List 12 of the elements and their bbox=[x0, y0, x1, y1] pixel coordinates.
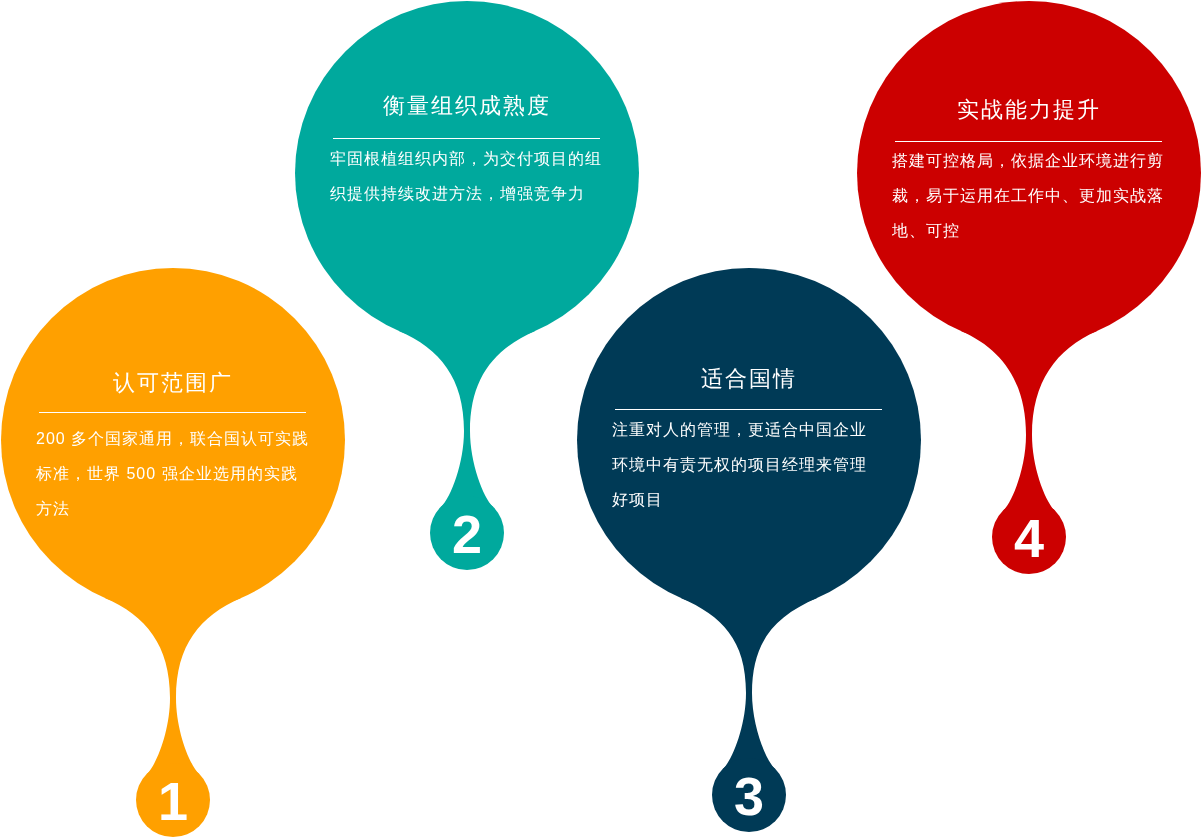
description: 200 多个国家通用，联合国认可实践标准，世界 500 强企业选用的实践方法 bbox=[36, 428, 311, 519]
heading: 适合国情 bbox=[701, 366, 797, 392]
step-number: 2 bbox=[452, 507, 482, 561]
step-number: 3 bbox=[734, 769, 764, 823]
description: 搭建可控格局，依据企业环境进行剪裁，易于运用在工作中、更加实战落地、可控 bbox=[892, 150, 1165, 241]
step-number: 4 bbox=[1014, 511, 1044, 565]
heading: 实战能力提升 bbox=[957, 97, 1101, 123]
description: 注重对人的管理，更适合中国企业环境中有责无权的项目经理来管理好项目 bbox=[612, 419, 868, 510]
heading: 衡量组织成熟度 bbox=[383, 93, 551, 119]
heading: 认可范围广 bbox=[113, 370, 233, 396]
description: 牢固根植组织内部，为交付项目的组织提供持续改进方法，增强竞争力 bbox=[330, 148, 603, 204]
step-number: 1 bbox=[158, 774, 188, 828]
